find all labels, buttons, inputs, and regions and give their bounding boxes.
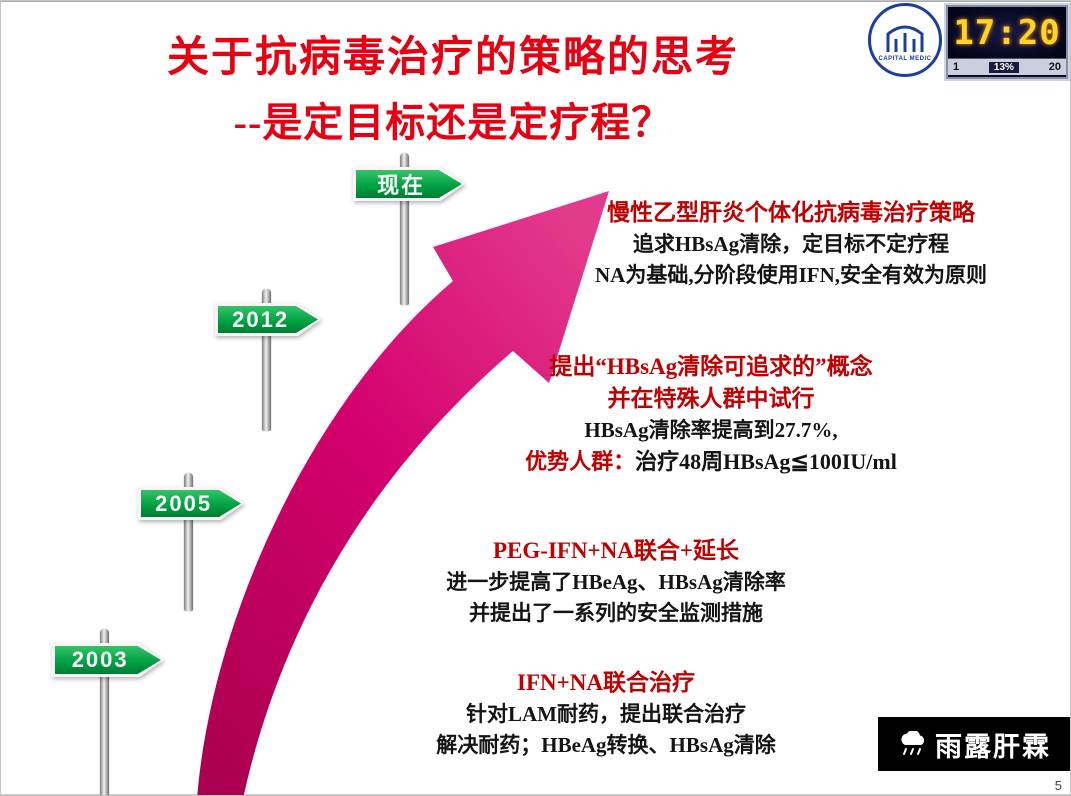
sign-label: 2012 — [218, 306, 318, 333]
annotation-line: NA为基础,分阶段使用IFN,安全有效为原则 — [595, 262, 987, 287]
annotation-heading: 提出“HBsAg清除可追求的”概念 — [549, 354, 873, 379]
annotation-line: 解决耐药；HBeAg转换、HBsAg清除 — [436, 732, 776, 757]
timeline-sign-2012: 2012 — [215, 303, 321, 336]
annotation-line: 进一步提高了HBeAg、HBsAg清除率 — [446, 570, 786, 595]
rain-cloud-icon — [901, 731, 925, 755]
annotation-block-2003: IFN+NA联合治疗 针对LAM耐药，提出联合治疗 解决耐药；HBeAg转换、H… — [366, 667, 846, 760]
annotation-line: 追求HBsAg清除，定目标不定疗程 — [632, 232, 950, 257]
annotation-heading: 慢性乙型肝炎个体化抗病毒治疗策略 — [607, 200, 975, 225]
timeline-sign-now: 现在 — [353, 167, 465, 201]
annotation-line: HBsAg清除率提高到27.7%, — [584, 418, 838, 443]
title-line-1: 关于抗病毒治疗的策略的思考 — [166, 35, 739, 81]
watermark-badge: 雨露肝霖 — [878, 717, 1070, 771]
annotation-label-value: 治疗48周HBsAg≦100IU/ml — [635, 448, 897, 474]
clock-time: 17:20 — [953, 12, 1061, 53]
annotation-label: 优势人群： — [525, 448, 636, 474]
watermark-text: 雨露肝霖 — [935, 731, 1051, 762]
sign-plate: 现在 — [353, 167, 465, 201]
sign-plate: 2003 — [52, 643, 164, 677]
sign-plate: 2012 — [215, 303, 321, 336]
clock-left-value: 1 — [953, 61, 960, 73]
annotation-heading: 并在特殊人群中试行 — [607, 386, 815, 412]
annotation-heading: PEG-IFN+NA联合+延长 — [493, 538, 739, 563]
sign-label: 2003 — [55, 646, 161, 674]
clock-status-bar: 1 13% 20 — [948, 59, 1066, 75]
timeline-sign-2003: 2003 — [52, 643, 164, 677]
emblem-icon — [886, 25, 924, 52]
university-logo: CAPITAL MEDIC — [868, 3, 942, 77]
sign-label: 2005 — [141, 490, 241, 517]
logo-caption: CAPITAL MEDIC — [878, 56, 932, 62]
annotation-heading: IFN+NA联合治疗 — [517, 670, 695, 695]
annotation-line: 针对LAM耐药，提出联合治疗 — [466, 702, 746, 727]
clock-widget: 17:20 1 13% 20 — [946, 5, 1068, 79]
slide-title: 关于抗病毒治疗的策略的思考 --是定目标还是定疗程？ — [113, 23, 793, 148]
page-number: 5 — [1054, 778, 1062, 793]
clock-battery: 13% — [988, 61, 1019, 73]
annotation-block-2012: 提出“HBsAg清除可追求的”概念 并在特殊人群中试行 HBsAg清除率提高到2… — [456, 351, 966, 478]
annotation-block-now: 慢性乙型肝炎个体化抗病毒治疗策略 追求HBsAg清除，定目标不定疗程 NA为基础… — [576, 197, 1006, 290]
timeline-sign-2005: 2005 — [138, 487, 244, 520]
sign-pole-2005 — [184, 473, 193, 611]
clock-screen: 17:20 — [948, 7, 1066, 59]
sign-label: 现在 — [356, 170, 462, 198]
annotation-line: 并提出了一系列的安全监测措施 — [469, 600, 763, 625]
sign-plate: 2005 — [138, 487, 244, 520]
clock-right-value: 20 — [1048, 61, 1061, 73]
sign-pole-2003 — [100, 629, 109, 795]
title-line-2: --是定目标还是定疗程？ — [233, 100, 673, 145]
annotation-block-2005: PEG-IFN+NA联合+延长 进一步提高了HBeAg、HBsAg清除率 并提出… — [381, 535, 851, 628]
annotation-line: 优势人群：治疗48周HBsAg≦100IU/ml — [456, 446, 966, 478]
